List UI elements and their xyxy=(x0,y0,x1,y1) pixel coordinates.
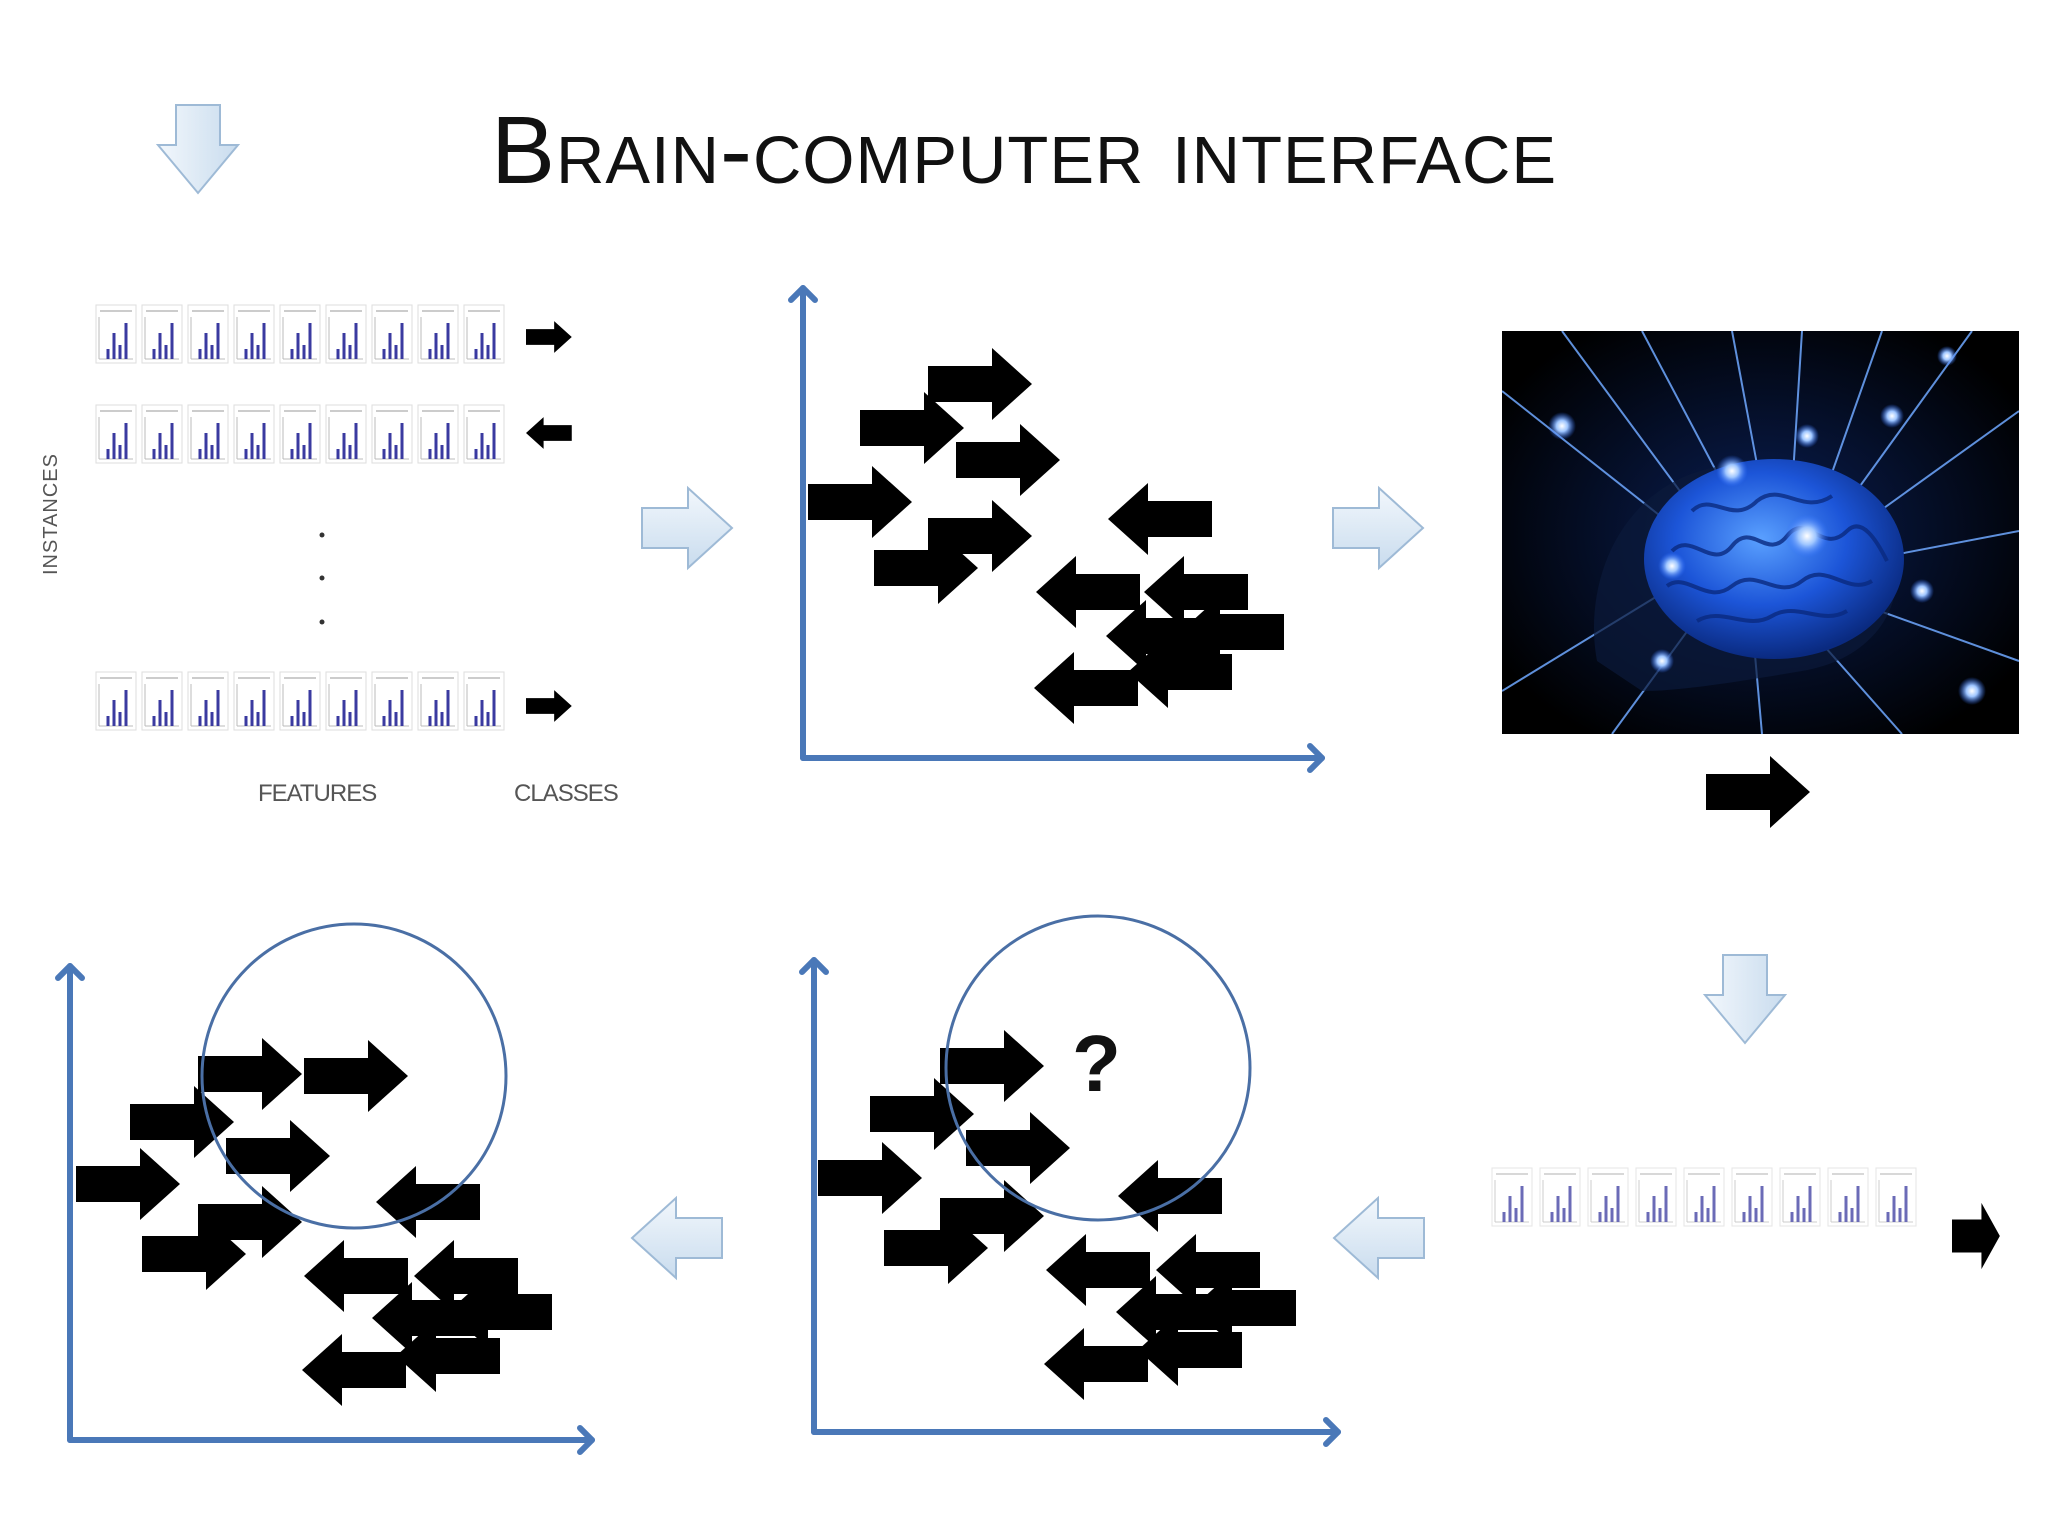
scatter-panel-query xyxy=(802,914,1341,1444)
matrix-row-1 xyxy=(94,303,506,365)
scatter-panel-classified xyxy=(58,922,595,1452)
flow-arrow-down-title xyxy=(155,104,241,195)
slide-title: Brain-computer interface xyxy=(490,97,1558,204)
matrix-row-n xyxy=(94,670,506,732)
brain-image xyxy=(1502,331,2019,734)
flow-arrow-right-2 xyxy=(1332,485,1425,571)
features-label: FEATURES xyxy=(258,780,377,807)
brain-output-arrow xyxy=(1706,756,1810,828)
data-matrix xyxy=(94,303,572,732)
ellipsis-dots xyxy=(319,532,325,625)
class-arrow-2 xyxy=(526,417,572,449)
brain-illustration xyxy=(1502,331,2019,734)
unknown-class-question-mark: ? xyxy=(1072,1019,1121,1108)
flow-arrow-right-1 xyxy=(641,485,734,571)
flow-arrow-down-right xyxy=(1702,954,1788,1045)
new-sample-row xyxy=(1490,1166,1918,1228)
classified-neighborhood-circle xyxy=(200,922,508,1230)
unknown-class-arrow xyxy=(1952,1202,2000,1270)
class-arrow-n xyxy=(526,690,572,722)
class-arrow-1 xyxy=(526,321,572,353)
query-neighborhood-circle xyxy=(944,914,1252,1222)
matrix-row-2 xyxy=(94,403,506,465)
flow-arrow-left-2 xyxy=(630,1195,723,1281)
scatter-panel-training xyxy=(791,285,1325,770)
classes-label: CLASSES xyxy=(514,780,619,807)
flow-arrow-left-1 xyxy=(1332,1195,1425,1281)
